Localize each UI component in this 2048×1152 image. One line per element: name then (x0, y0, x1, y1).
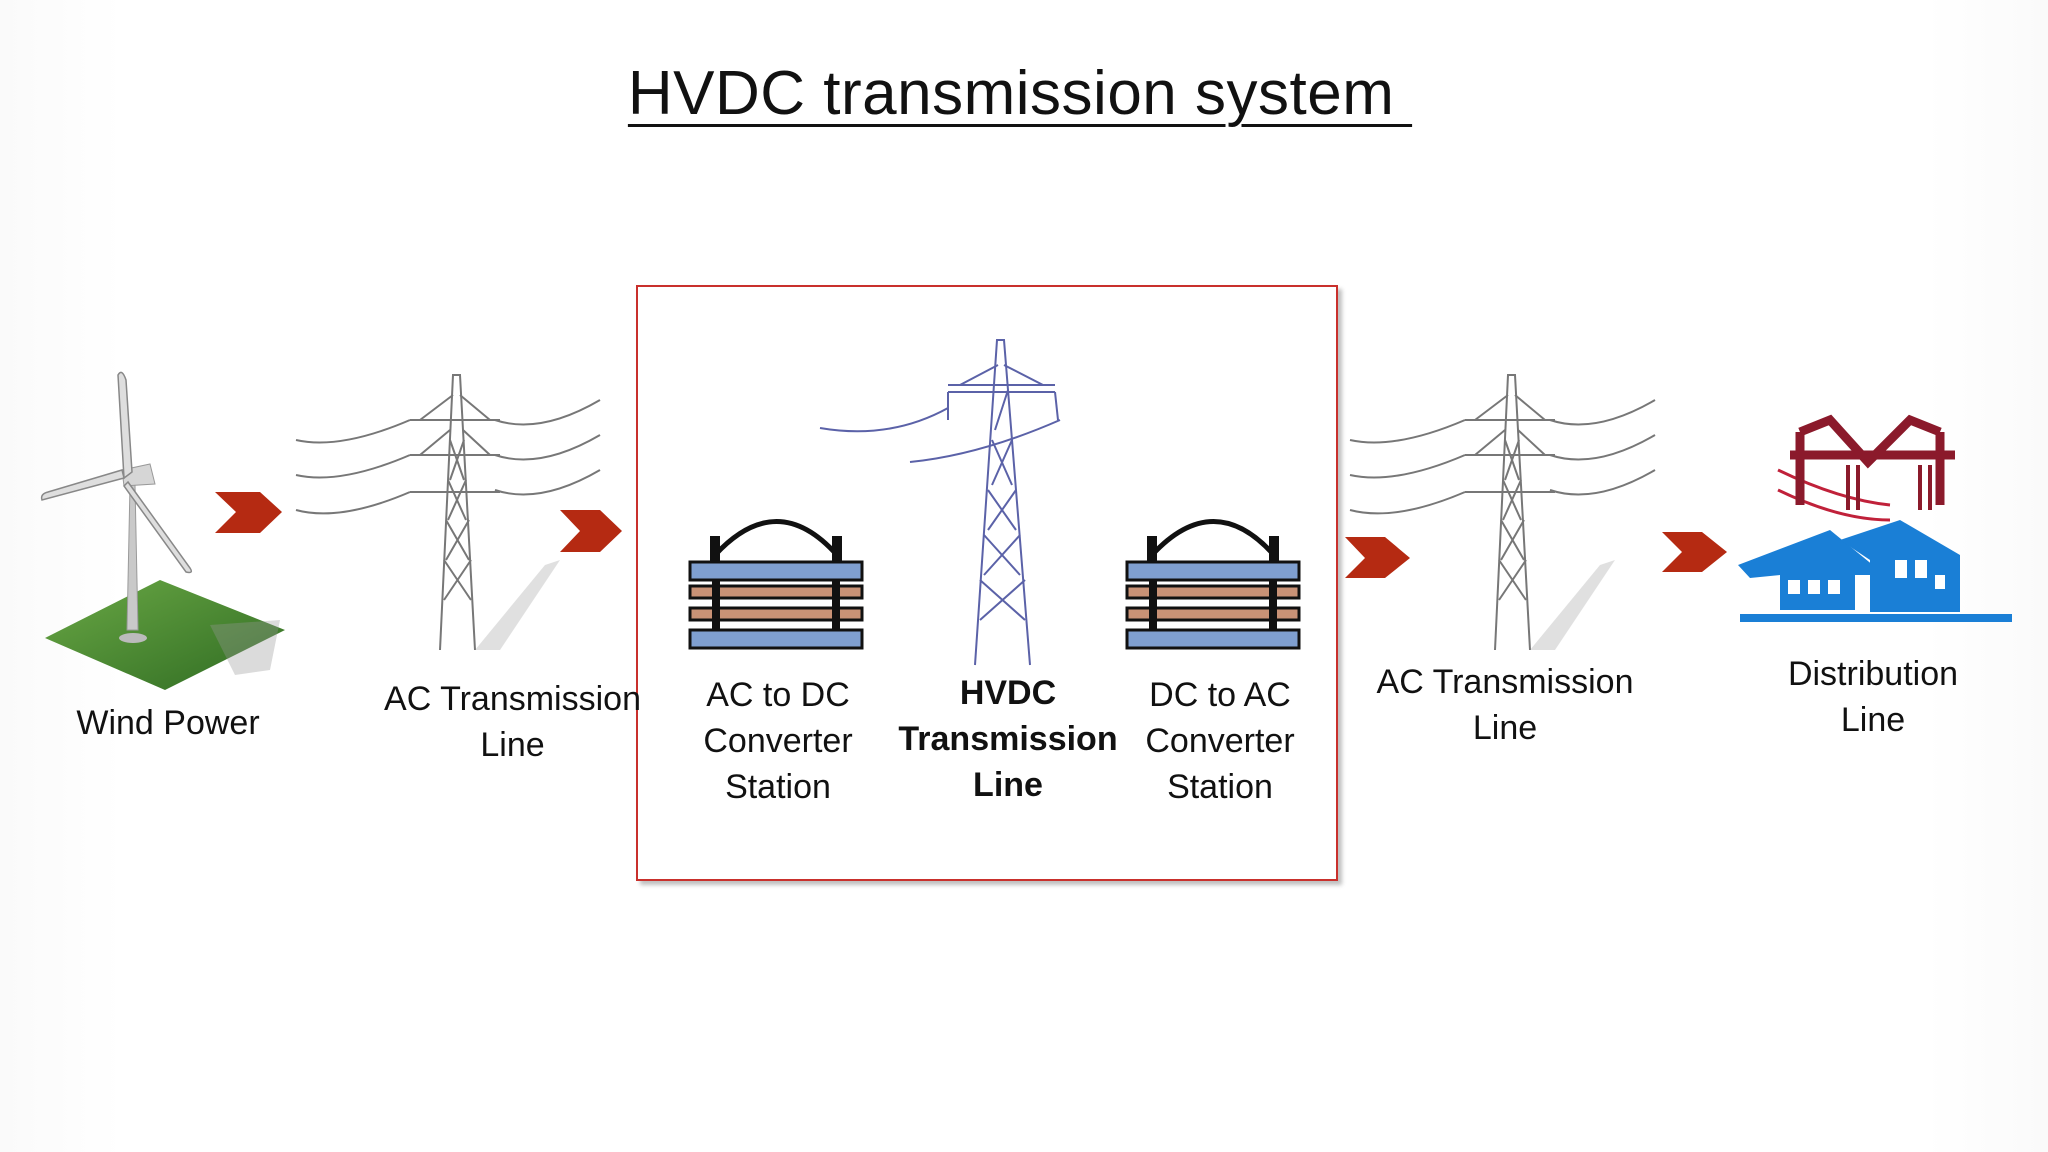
flow-arrow-icon (1345, 537, 1410, 578)
ac-tower-icon (1349, 374, 1656, 651)
flow-arrow-icon (215, 492, 282, 533)
ac-tower-icon (295, 374, 601, 651)
flow-arrow-icon (560, 510, 622, 552)
distribution-house-icon (1738, 414, 2012, 622)
label-wind-power: Wind Power (76, 704, 260, 742)
flow-arrow-icon (1662, 532, 1727, 572)
wind-turbine-icon (40, 371, 285, 690)
converter-station-icon (688, 519, 864, 650)
converter-station-icon (1125, 519, 1301, 650)
page-title: HVDC transmission system (627, 59, 1413, 128)
hvdc-tower-icon (819, 339, 1061, 666)
